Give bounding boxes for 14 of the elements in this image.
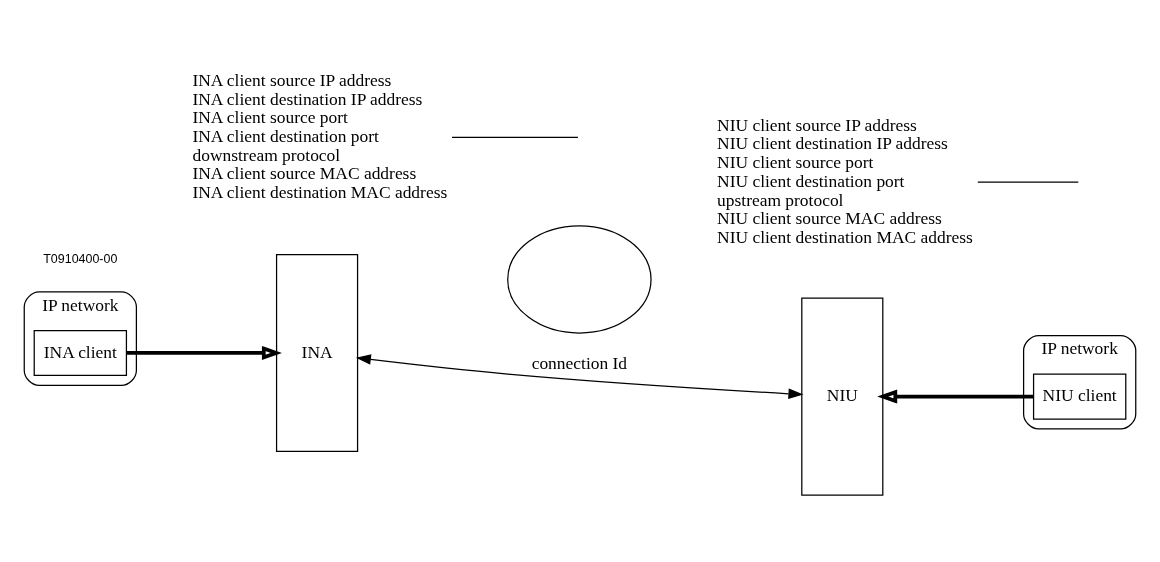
node-box: INA client <box>33 329 128 376</box>
edge-label: connection Id <box>531 353 628 374</box>
node-box: NIU client <box>1032 373 1127 420</box>
label: T0910400-00 <box>43 251 118 266</box>
node-text: INA client source IP address INA client destination IP address INA client source port INA client destination port downstream protocol INA client source MAC address INA client destination MAC address <box>192 69 448 203</box>
arrow <box>877 389 1034 404</box>
arrow <box>126 345 282 360</box>
node-box: INA <box>275 253 359 453</box>
node-box: NIU <box>801 297 884 496</box>
node-cloud <box>507 225 652 334</box>
node-text: NIU client source IP address NIU client destination IP address NIU client source port NIU client destination port upstream protocol NIU client source MAC address NIU client destination MAC address <box>717 114 973 247</box>
arrow <box>355 354 804 399</box>
connector <box>977 181 1079 183</box>
connector <box>451 136 579 138</box>
